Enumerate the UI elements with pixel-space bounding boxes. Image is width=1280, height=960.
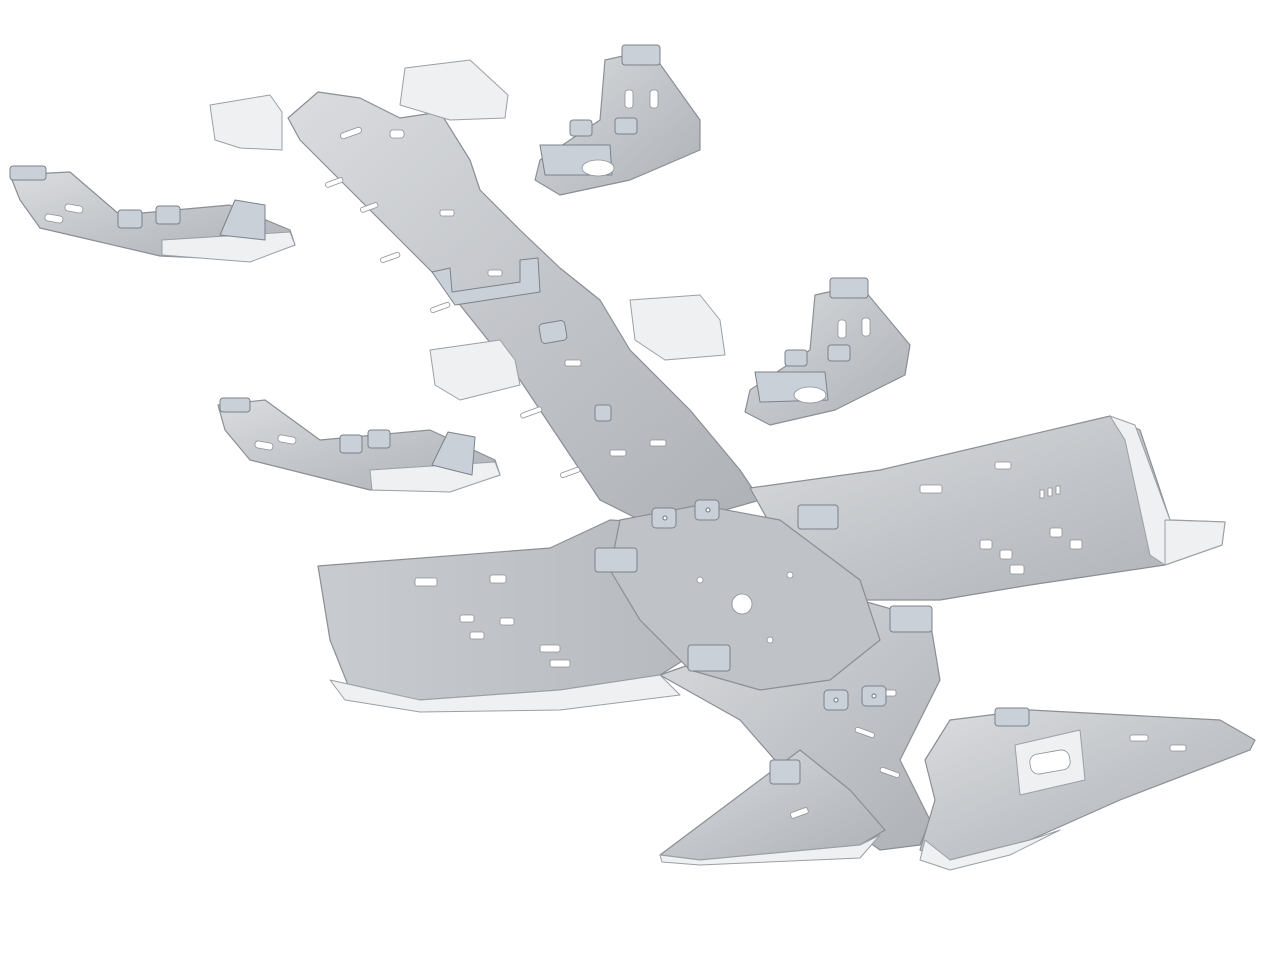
rect-hole: [1049, 527, 1063, 538]
shock-bracket: [219, 199, 266, 241]
slot-hole: [520, 406, 543, 419]
slot-hole: [837, 319, 847, 339]
vent-hole: [1039, 489, 1045, 499]
mount-tab: [9, 165, 47, 181]
slot-hole: [649, 89, 659, 109]
triangle-lip: [659, 834, 881, 866]
mid-left-guard: [429, 339, 521, 401]
mount-tab: [569, 119, 593, 137]
bolt: [705, 507, 711, 513]
slot-hole: [879, 766, 900, 779]
upper-left-guard: [209, 94, 283, 151]
round-hole: [731, 593, 753, 615]
rect-hole: [499, 617, 515, 626]
slot-hole: [790, 807, 809, 819]
slot-hole: [624, 89, 634, 109]
left-wing-edge: [329, 674, 681, 713]
rect-hole: [459, 614, 475, 623]
slot-hole: [1169, 744, 1187, 752]
mount-tab: [994, 707, 1030, 727]
round-hole: [766, 636, 774, 644]
mount-tab: [621, 44, 661, 66]
rect-hole: [539, 644, 561, 653]
spine-holes: [325, 126, 667, 479]
wing-holes: [414, 461, 1083, 779]
slot-hole: [389, 129, 405, 139]
spine-bracket: [431, 257, 541, 306]
front-left-triangle-guard: [659, 749, 886, 866]
mount-tab: [339, 434, 363, 454]
rect-hole: [919, 484, 943, 494]
mount-tab: [367, 429, 391, 449]
vent-hole: [1047, 487, 1053, 497]
rect-hole: [549, 659, 571, 668]
mount-tab: [829, 277, 869, 299]
mount-bracket: [797, 504, 839, 530]
bolt: [833, 697, 839, 703]
slot-hole: [1129, 734, 1149, 742]
slot-hole: [861, 317, 871, 337]
mount-bracket: [889, 605, 933, 633]
slot-hole: [380, 251, 401, 264]
shock-bracket: [431, 431, 476, 476]
spine-side-guards: [209, 59, 726, 401]
bolt: [662, 515, 668, 521]
mount-tab: [784, 349, 808, 367]
slot-hole: [325, 177, 344, 188]
slot-hole: [609, 449, 627, 457]
slot-hole: [277, 434, 297, 445]
slot-hole: [439, 209, 455, 217]
slot-hole: [254, 440, 274, 451]
mid-right-guard: [629, 294, 726, 361]
a-arm-guard-mid-left: [217, 397, 501, 493]
rect-hole: [489, 574, 507, 584]
round-hole: [696, 576, 704, 584]
mount-tab: [155, 205, 181, 225]
rect-hole: [1009, 564, 1025, 575]
slot-hole: [564, 359, 582, 367]
rect-hole: [994, 461, 1012, 470]
slot-hole: [487, 269, 503, 277]
slot-hole: [340, 126, 362, 140]
mount-tab: [117, 209, 143, 229]
mount-pad: [594, 404, 612, 422]
mount-tab: [614, 117, 638, 135]
mount-tab: [769, 759, 801, 785]
winch-cable-hole: [1029, 749, 1071, 775]
slot-hole: [64, 203, 84, 214]
bolt: [871, 693, 877, 699]
rect-hole: [999, 549, 1013, 560]
mount-bracket: [687, 644, 731, 672]
vent-hole: [1055, 485, 1061, 495]
mount-tab: [219, 397, 251, 413]
front-winch-guard: [919, 707, 1256, 871]
rect-hole: [1069, 539, 1083, 550]
upper-right-guard: [399, 59, 509, 121]
main-plate-brackets: [431, 257, 933, 711]
mount-bracket: [594, 547, 638, 573]
round-hole: [786, 571, 794, 579]
a-arm-guard-top-left: [9, 165, 296, 263]
rect-hole: [414, 577, 438, 587]
round-hole: [581, 159, 615, 177]
slot-hole: [854, 726, 875, 739]
front-plate: [919, 709, 1256, 861]
slot-hole: [649, 439, 667, 447]
mount-pad: [538, 320, 568, 344]
a-arm-guard-top-right: [534, 44, 701, 196]
round-hole: [793, 386, 827, 404]
a-arm-guard-mid-right: [744, 277, 911, 426]
slot-hole: [560, 466, 581, 479]
slot-hole: [44, 213, 64, 224]
rect-hole: [469, 631, 485, 640]
slot-hole: [360, 202, 379, 213]
rect-hole: [979, 539, 993, 550]
front-lip: [919, 829, 1061, 871]
slot-hole: [430, 301, 451, 314]
mount-tab: [827, 344, 851, 362]
right-wing-tip: [1164, 519, 1226, 566]
